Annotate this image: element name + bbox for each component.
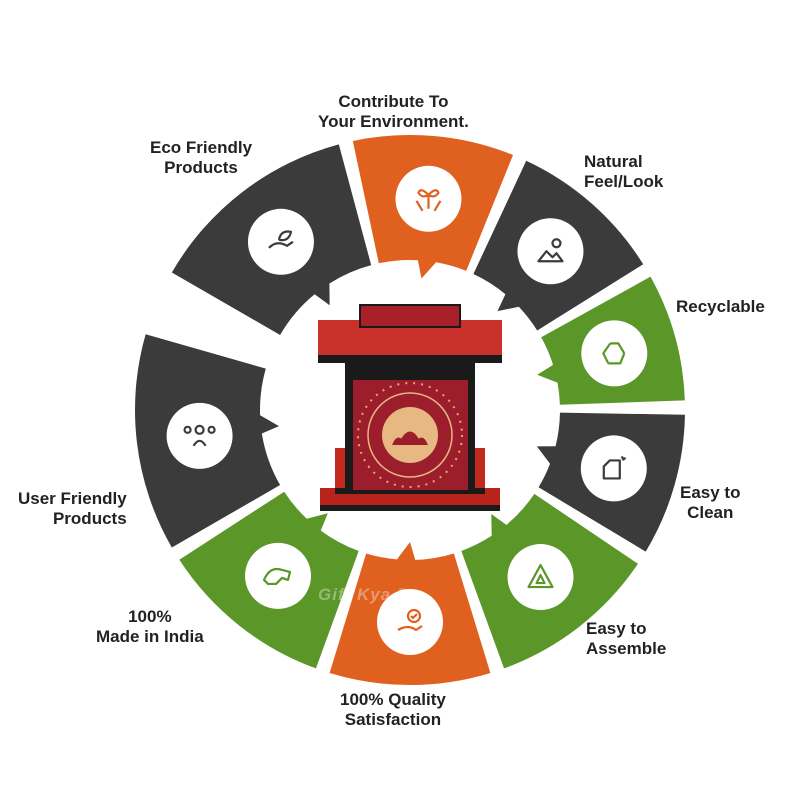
hand-leaf-icon	[247, 208, 314, 275]
recycle-icon	[581, 320, 648, 387]
hand-badge-icon	[377, 589, 443, 655]
product-image	[318, 304, 502, 511]
label-recyclable: Recyclable	[676, 297, 765, 316]
hand-wipe-icon	[580, 435, 647, 502]
lion-icon	[245, 542, 312, 609]
assemble-triangle-icon	[507, 544, 574, 611]
watermark: Gift Kya De	[318, 585, 421, 604]
user-network-icon	[166, 402, 233, 469]
hands-plant-icon	[395, 165, 462, 232]
label-made-in-india: 100%Made in India	[96, 607, 204, 646]
sun-mountain-icon	[517, 218, 584, 285]
